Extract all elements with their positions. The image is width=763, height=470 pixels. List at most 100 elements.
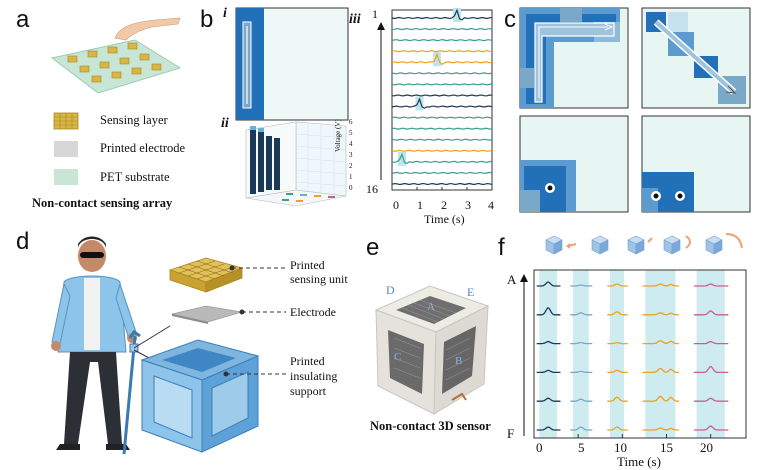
iii-xlabel: Time (s) — [424, 212, 465, 226]
f-trace-ch3-w4 — [642, 340, 679, 345]
person-with-cane-illustration — [51, 236, 141, 455]
f-window-1 — [539, 270, 557, 438]
callout-sensing-unit: Printed sensing unit — [290, 258, 348, 286]
motion-direction-cube-icons — [545, 233, 743, 255]
f-trace-ch1-w2 — [570, 284, 593, 287]
z-tick-1: 1 — [349, 173, 353, 181]
f-xtick-10: 10 — [614, 440, 627, 455]
f-trace-ch4-w2 — [570, 370, 593, 374]
iii-trace-2 — [391, 27, 493, 31]
legend-electrode-swatch — [54, 141, 78, 157]
f-trace-ch2-w4 — [642, 312, 679, 316]
3d-sensor-photo — [374, 285, 490, 415]
heatmap-c-corner-dot — [519, 115, 629, 213]
face-label-c: C — [394, 351, 402, 363]
caption-sensing-array: Non-contact sensing array — [32, 196, 173, 210]
iii-trace-1 — [391, 8, 493, 21]
panel-label-a: a — [16, 6, 30, 33]
f-trace-ch4-w1 — [536, 369, 561, 374]
iii-trace-11 — [391, 127, 493, 130]
heatmap-c-diagonal — [641, 7, 751, 109]
f-xlabel: Time (s) — [617, 454, 661, 469]
f-window-5 — [696, 270, 725, 438]
heatmap-c-l-path — [519, 7, 629, 109]
legend-label-pet: PET substrate — [100, 170, 170, 184]
channel-label-1: 1 — [372, 7, 378, 21]
f-window-2 — [572, 270, 589, 438]
z-axis-label: Voltage (V) — [334, 119, 342, 152]
iii-trace-15 — [391, 171, 493, 175]
z-tick-4: 4 — [349, 140, 353, 148]
callout-insulating-support: Printed insulating support — [290, 354, 338, 398]
iii-xtick-0: 0 — [393, 198, 399, 212]
f-window-4 — [645, 270, 676, 438]
signal-traces-iii — [391, 8, 493, 191]
f-trace-ch3-w5 — [693, 340, 729, 345]
f-trace-ch5-w1 — [536, 397, 561, 402]
legend-label-electrode: Printed electrode — [100, 141, 186, 155]
f-frame — [533, 269, 747, 439]
f-trace-ch2-w5 — [693, 310, 729, 316]
iii-trace-7 — [391, 83, 493, 86]
panel-label-c: c — [504, 6, 516, 33]
legend-label-sensing: Sensing layer — [100, 113, 168, 127]
f-trace-ch3-w2 — [570, 341, 593, 345]
channel-arrow — [377, 22, 385, 180]
f-xtick-5: 5 — [578, 440, 585, 455]
iii-highlight-13 — [398, 151, 406, 166]
sensing-unit-illustration — [168, 257, 244, 293]
f-trace-ch6-w3 — [607, 426, 628, 431]
f-trace-ch3-w3 — [607, 341, 628, 345]
face-label-e: E — [467, 285, 475, 299]
insulating-support-cube-illustration — [140, 339, 260, 453]
signal-traces-f — [533, 269, 747, 439]
face-label-d: D — [386, 283, 395, 297]
f-trace-ch6-w4 — [642, 427, 679, 431]
f-trace-ch3-w1 — [536, 340, 561, 345]
iii-trace-10 — [391, 116, 493, 119]
heatmap-i — [235, 7, 349, 121]
f-xtick-20: 20 — [700, 440, 713, 455]
f-channel-arrow — [520, 274, 528, 436]
f-window-3 — [609, 270, 625, 438]
iii-trace-9 — [391, 97, 493, 109]
iii-highlight-4 — [433, 52, 441, 67]
callout-electrode: Electrode — [290, 305, 336, 319]
z-tick-5: 5 — [349, 129, 353, 137]
iii-trace-16 — [391, 182, 493, 186]
iii-highlight-0 — [453, 8, 461, 22]
panel-label-e: e — [366, 234, 380, 261]
face-label-b: B — [455, 355, 463, 367]
f-trace-ch5-w3 — [607, 396, 628, 402]
sublabel-i: i — [223, 6, 227, 21]
iii-xtick-2: 2 — [441, 198, 447, 212]
legend-sensing-swatch — [53, 112, 79, 130]
legend-pet-swatch — [54, 169, 78, 185]
sublabel-ii: ii — [221, 116, 229, 131]
iii-trace-14 — [391, 152, 493, 165]
panel-label-f: f — [498, 234, 505, 261]
callout-leader-lines — [223, 265, 286, 377]
f-trace-ch5-w5 — [693, 397, 729, 402]
iii-xtick-3: 3 — [465, 198, 471, 212]
sensing-array-illustration — [50, 17, 182, 94]
f-trace-ch6-w1 — [536, 426, 561, 431]
iii-xtick-1: 1 — [417, 198, 423, 212]
f-trace-ch1-w5 — [693, 283, 729, 287]
bar-chart-3d-ii — [245, 121, 347, 207]
z-tick-2: 2 — [349, 162, 353, 170]
face-label-a: A — [427, 301, 435, 313]
iii-xtick-4: 4 — [488, 198, 494, 212]
iii-trace-5 — [391, 52, 493, 66]
heatmap-c-two-dots — [641, 115, 751, 213]
caption-3d-sensor: Non-contact 3D sensor — [370, 419, 491, 433]
iii-trace-4 — [391, 50, 493, 53]
channel-label-16: 16 — [366, 182, 378, 196]
z-tick-6: 6 — [349, 118, 353, 126]
f-trace-ch5-w2 — [570, 398, 593, 402]
iii-trace-3 — [391, 38, 493, 42]
iii-trace-12 — [391, 138, 493, 141]
iii-highlight-8 — [415, 96, 424, 111]
z-tick-3: 3 — [349, 151, 353, 159]
f-bottom-label: F — [507, 426, 515, 441]
